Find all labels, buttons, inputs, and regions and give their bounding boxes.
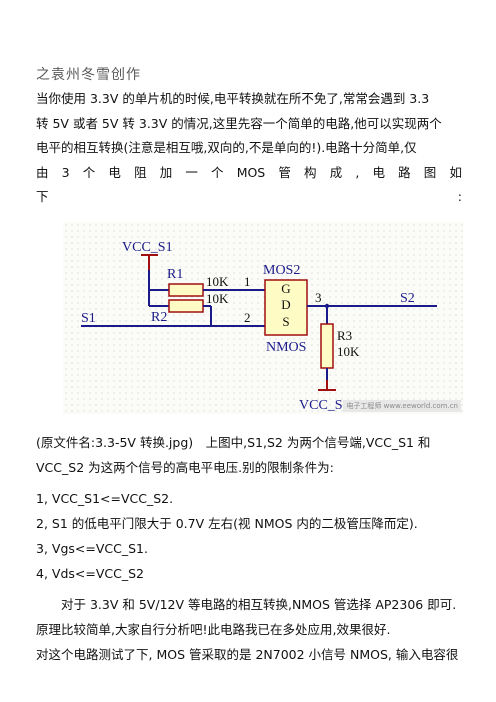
intro-line-2: 转 5V 或者 5V 转 3.3V 的情况,这里先容一个简单的电路,他可以实现两… xyxy=(36,115,442,131)
mos-label: MOS2 xyxy=(263,263,300,278)
r2-body xyxy=(168,299,204,313)
mosfet-body xyxy=(264,279,308,336)
r2-label: R2 xyxy=(151,310,167,325)
condition-item: 4, Vds<=VCC_S2 xyxy=(36,566,144,581)
intro-line-4-char: , xyxy=(355,164,360,180)
condition-item: 1, VCC_S1<=VCC_S2. xyxy=(36,491,174,506)
intro-line-4-char: 路 xyxy=(398,164,411,180)
closing-line-2: 原理比较简单,大家自行分析吧!此电路我已在多处应用,效果很好. xyxy=(36,622,391,637)
caption-line-1: (原文件名:3.3-5V 转换.jpg) 上图中,S1,S2 为两个信号端,VC… xyxy=(36,435,431,450)
vcc-s1-label: VCC_S1 xyxy=(122,240,173,255)
r2-value: 10K xyxy=(206,291,229,306)
vcc-s2-label: VCC_S2 xyxy=(299,398,350,413)
intro-line-5-right: : xyxy=(457,189,462,204)
mos-pin-d: D xyxy=(281,297,290,312)
r3-body xyxy=(320,323,334,369)
pin3-label: 3 xyxy=(315,290,322,305)
pin2-label: 2 xyxy=(244,310,251,325)
r3-label: R3 xyxy=(337,328,352,343)
intro-line-4-char: 电 xyxy=(372,164,385,180)
s2-label: S2 xyxy=(400,291,415,306)
schematic-grid xyxy=(63,222,463,414)
r1-value: 10K xyxy=(206,274,229,289)
r1-body xyxy=(168,283,204,297)
condition-item: 3, Vgs<=VCC_S1. xyxy=(36,541,148,556)
intro-line-4-char: 阻 xyxy=(134,164,147,180)
intro-line-4-char: 成 xyxy=(329,164,343,180)
intro-line-4-char: 图 xyxy=(423,164,437,180)
intro-line-5-left: 下 xyxy=(36,189,49,204)
watermark: 电子工程师 www.eeworld.com.cn xyxy=(343,400,461,412)
pin1-label: 1 xyxy=(244,274,251,289)
intro-line-4-char: 电 xyxy=(108,164,121,180)
schematic-svg: VCC_S1 R1 10K 1 R2 10K S1 2 MOS2 G xyxy=(81,240,437,413)
intro-line-4: 由 3 个 电 阻 加 一 个 MOS 管 构 成 , 电 路 图 如 xyxy=(36,161,462,186)
mos-pin-g: G xyxy=(281,281,290,296)
condition-item: 2, S1 的低电平门限大于 0.7V 左右(视 NMOS 内的二极管压降而定)… xyxy=(36,516,418,531)
closing-line-1: 对于 3.3V 和 5V/12V 等电路的相互转换,NMOS 管选择 AP230… xyxy=(36,597,457,612)
intro-line-4-char: 个 xyxy=(211,164,224,180)
caption-line-2: VCC_S2 为这两个信号的高电平电压.别的限制条件为: xyxy=(36,460,334,475)
intro-line-4-char: 个 xyxy=(82,164,96,180)
mos-pin-s: S xyxy=(282,314,289,329)
s1-label: S1 xyxy=(81,311,96,326)
r3-value: 10K xyxy=(337,344,360,359)
intro-line-4-char: 由 xyxy=(36,164,49,180)
intro-line-4-char: 加 xyxy=(159,164,173,180)
intro-line-4-char: 3 xyxy=(61,164,70,180)
intro-line-5: 下 : xyxy=(36,185,462,210)
intro-line-4-char: 管 xyxy=(278,164,291,180)
intro-line-4-char: 构 xyxy=(304,164,317,180)
intro-line-4-char: 一 xyxy=(185,164,198,180)
closing-line-3: 对这个电路测试了下, MOS 管采取的是 2N7002 小信号 NMOS, 输入… xyxy=(36,647,459,662)
intro-line-3: 电平的相互转换(注意是相互哦,双向的,不是单向的!).电路十分简单,仅 xyxy=(36,140,417,155)
schematic-figure: VCC_S1 R1 10K 1 R2 10K S1 2 MOS2 G xyxy=(63,222,463,414)
author-heading: 之袁州冬雪创作 xyxy=(36,67,141,83)
intro-line-4-char: MOS xyxy=(236,164,266,180)
r1-label: R1 xyxy=(167,267,183,282)
nmos-label: NMOS xyxy=(266,340,306,355)
intro-line-4-char: 如 xyxy=(449,164,462,180)
intro-line-1: 当你使用 3.3V 的单片机的时候,电平转换就在所不免了,常常会遇到 3.3 xyxy=(36,91,430,106)
